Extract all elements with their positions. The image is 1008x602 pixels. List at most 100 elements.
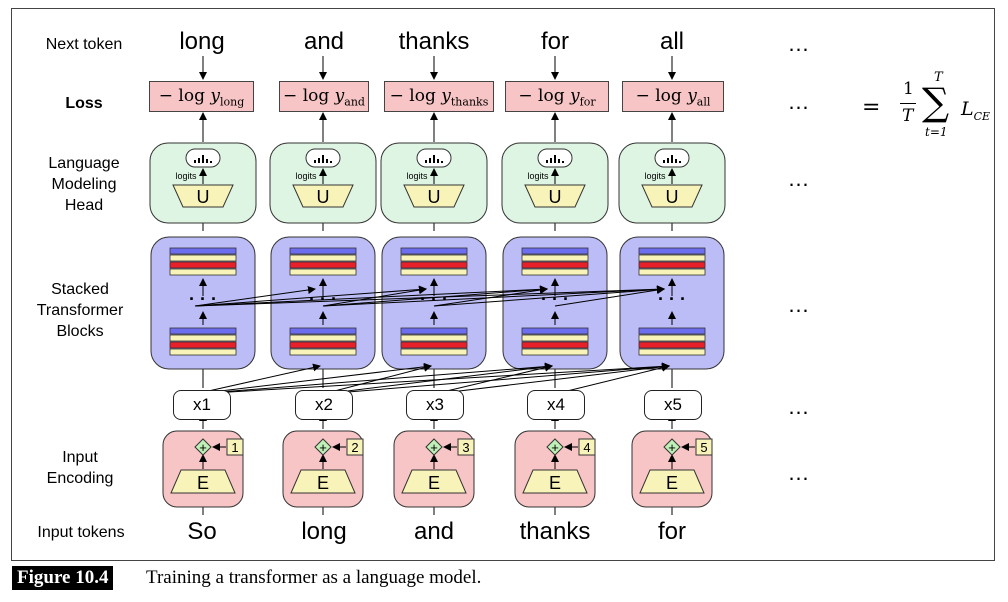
figure-caption: Training a transformer as a language mod… (146, 567, 482, 588)
input-token: thanks (519, 518, 591, 545)
layer-strip (400, 261, 468, 269)
ellipsis-stacked-blocks: … (787, 292, 811, 317)
attention-arrow-layer (194, 286, 316, 307)
attention-arrow-input (194, 363, 321, 395)
layer-strip (289, 327, 357, 335)
attention-arrow-input (433, 362, 670, 395)
input-token: So (187, 518, 217, 545)
layer-strip (638, 247, 706, 255)
input-vector-box: x5 (644, 390, 702, 420)
position-index: 2 (351, 440, 358, 455)
position-index: 4 (583, 440, 590, 455)
distribution-bar (330, 161, 332, 163)
unembedding-label: U (317, 187, 330, 207)
distribution-bar (429, 158, 431, 163)
distribution-bar (675, 159, 677, 163)
unembedding-label: U (549, 187, 562, 207)
position-index-box (457, 438, 475, 456)
unembedding-trapezoid (641, 184, 703, 208)
figure-number: Figure 10.4 (12, 566, 114, 590)
embedding-label: E (666, 473, 678, 493)
embedding-label: E (549, 473, 561, 493)
positional-add-node (314, 438, 332, 456)
layer-strip (169, 334, 237, 342)
layer-strip (638, 268, 706, 276)
layer-strip (638, 334, 706, 342)
distribution-bar (441, 161, 443, 163)
distribution-bar (194, 160, 196, 163)
plus-sign: + (551, 440, 559, 455)
row-label-stacked-blocks: Stacked Transformer Blocks (36, 281, 124, 340)
layer-strip (400, 341, 468, 349)
logits-label: logits (406, 171, 428, 181)
distribution-bar (433, 155, 435, 163)
position-index-box (346, 438, 364, 456)
distribution-bar (326, 159, 328, 163)
attention-arrow-layer (554, 286, 665, 307)
distribution-bar (554, 155, 556, 163)
distribution-bar (558, 159, 560, 163)
layer-strip (521, 334, 589, 342)
layer-strip (638, 327, 706, 335)
attention-arrow-input (322, 362, 670, 395)
layer-strip (289, 334, 357, 342)
distribution-bar (562, 161, 564, 163)
layer-strip (289, 261, 357, 269)
distribution-bar (550, 158, 552, 163)
unembedding-trapezoid (172, 184, 234, 208)
ellipsis-lm-head: … (787, 166, 811, 191)
positional-add-node (663, 438, 681, 456)
row-label-input-tokens: Input tokens (37, 524, 125, 541)
logits-label: logits (527, 171, 549, 181)
positional-add-node (194, 438, 212, 456)
distribution-bar (206, 159, 208, 163)
layer-strip (400, 334, 468, 342)
ellipsis-next-token: … (787, 31, 811, 56)
distribution-bar (210, 161, 212, 163)
row-label-lm-head: Language Modeling Head (48, 155, 120, 214)
logits-label: logits (295, 171, 317, 181)
distribution-bar (663, 160, 665, 163)
unembedding-trapezoid (292, 184, 354, 208)
next-token: for (540, 28, 569, 55)
embedding-label: E (317, 473, 329, 493)
positional-add-node (425, 438, 443, 456)
logits-label: logits (644, 171, 666, 181)
layer-strip (289, 254, 357, 262)
attention-arrow-input (194, 362, 670, 395)
plus-sign: + (430, 440, 438, 455)
embedding-trapezoid (639, 469, 705, 494)
logits-label: logits (175, 171, 197, 181)
row-label-input-encoding: Input Encoding (46, 449, 114, 487)
attention-arrow-layer (322, 285, 665, 307)
layer-strip (638, 341, 706, 349)
position-index: 1 (231, 440, 238, 455)
layer-strip (521, 268, 589, 276)
embedding-trapezoid (170, 469, 236, 494)
unembedding-label: U (197, 187, 210, 207)
distribution-bar (546, 160, 548, 163)
attention-arrow-layer (194, 285, 665, 307)
position-index-box (226, 438, 244, 456)
embedding-label: E (428, 473, 440, 493)
attention-arrow-input (194, 362, 553, 395)
layer-strip (521, 247, 589, 255)
input-token: long (301, 518, 347, 545)
unembedding-label: U (666, 187, 679, 207)
layer-strip (169, 254, 237, 262)
input-token: for (657, 518, 686, 545)
distribution-bar (198, 158, 200, 163)
ellipsis-input-vectors: … (787, 394, 811, 419)
loss-box: − log yfor (505, 81, 609, 112)
loss-box: − log yand (279, 81, 369, 112)
layer-strip (638, 348, 706, 356)
distribution-bar (425, 160, 427, 163)
plus-sign: + (668, 440, 676, 455)
layer-strip (638, 254, 706, 262)
position-index-box (695, 438, 713, 456)
layer-strip (400, 254, 468, 262)
embedding-trapezoid (290, 469, 356, 494)
row-label-next-token: Next token (45, 36, 123, 53)
unembedding-trapezoid (403, 184, 465, 208)
